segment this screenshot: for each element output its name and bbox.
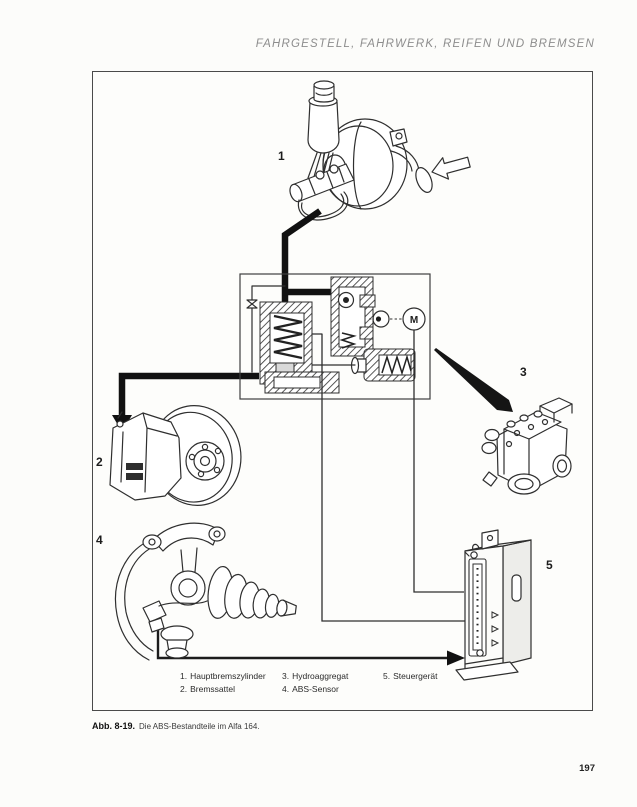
- hydraulic-schematic: M: [239, 273, 431, 400]
- master-cylinder-drawing: [289, 80, 433, 221]
- legend-column-1: 1.Hauptbremszylinder 2.Bremssattel: [180, 670, 266, 696]
- part-marker-2: 2: [96, 455, 103, 469]
- pedal-direction-arrow-icon: [431, 156, 471, 180]
- part-marker-4: 4: [96, 533, 103, 547]
- control-unit-drawing: [455, 529, 532, 681]
- figure-caption: Abb. 8-19.Die ABS-Bestandteile im Alfa 1…: [92, 716, 260, 734]
- legend-column-2: 3.Hydroaggregat 4.ABS-Sensor: [282, 670, 348, 696]
- legend-column-3: 5.Steuergerät: [383, 670, 438, 683]
- caption-text: Die ABS-Bestandteile im Alfa 164.: [139, 722, 260, 731]
- pump-symbol-icon: [372, 310, 390, 328]
- hydro-aggregate-drawing: [481, 397, 573, 495]
- motor-label: M: [410, 315, 418, 326]
- figure-frame: M: [92, 71, 593, 711]
- legend-item: 2.Bremssattel: [180, 684, 235, 694]
- part-marker-1: 1: [278, 149, 285, 163]
- pointer-arrow-hydro-icon: [434, 348, 513, 412]
- part-marker-3: 3: [520, 365, 527, 379]
- legend-item: 4.ABS-Sensor: [282, 684, 339, 694]
- legend-item: 1.Hauptbremszylinder: [180, 671, 266, 681]
- legend-item: 3.Hydroaggregat: [282, 671, 349, 681]
- part-marker-5: 5: [546, 558, 553, 572]
- abs-diagram: M: [109, 80, 573, 681]
- page-number: 197: [579, 763, 595, 774]
- legend-item: 5.Steuergerät: [383, 671, 438, 681]
- motor-symbol-icon: M: [402, 307, 426, 331]
- abs-sensor-drawing: [114, 522, 297, 661]
- caption-figure-ref: Abb. 8-19.: [92, 721, 136, 731]
- signal-lines: [156, 330, 468, 666]
- page-header: FAHRGESTELL, FAHRWERK, REIFEN UND BREMSE…: [255, 38, 595, 50]
- brake-caliper-drawing: [109, 405, 242, 506]
